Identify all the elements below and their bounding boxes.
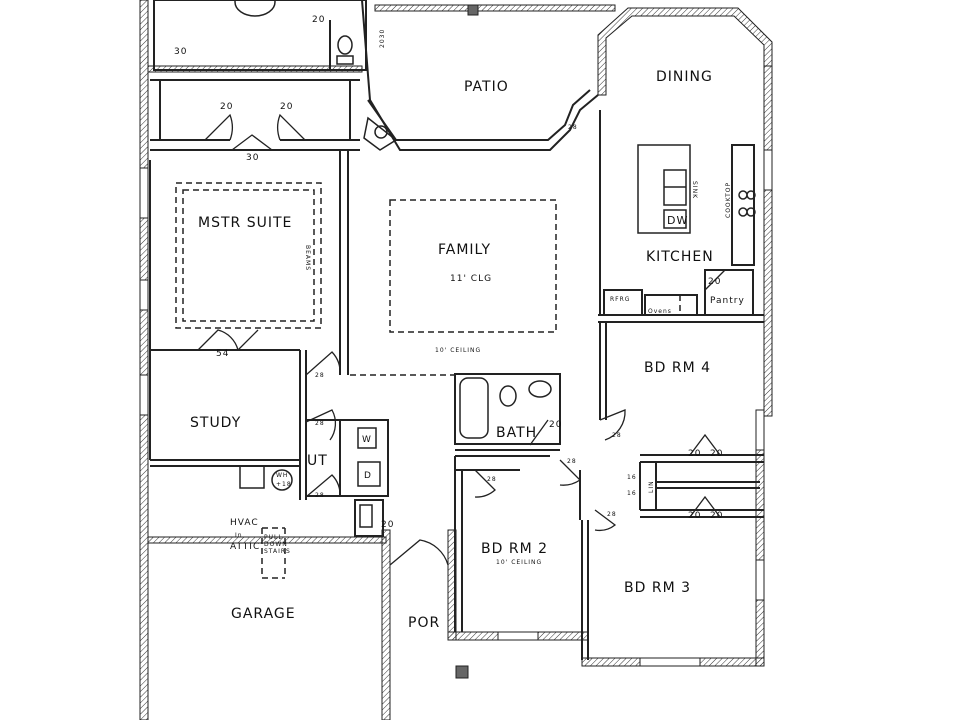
door-label-ut-top: 28 <box>315 420 325 427</box>
kitchen-island <box>637 144 691 234</box>
door-label-lin-upper: 16 <box>627 474 637 481</box>
room-label-garage: GARAGE <box>231 606 296 622</box>
door-label-bd4-closet-left: 20 <box>688 449 701 459</box>
label-sink: SINK <box>691 181 698 199</box>
master-tub <box>234 0 276 17</box>
door-label-bath: 20 <box>549 420 562 430</box>
room-label-study: STUDY <box>190 415 241 431</box>
door-label-study: 28 <box>315 372 325 379</box>
door-label-bd2: 28 <box>487 476 497 483</box>
room-label-linen: LIN <box>648 480 655 493</box>
room-label-bed3: BD RM 3 <box>624 580 691 596</box>
door-label-bd4-closet-right: 20 <box>710 449 723 459</box>
label-dryer: D <box>364 471 372 481</box>
label-hvac-line1: HVAC <box>230 518 259 528</box>
label-hvac-line3: ATTIC <box>230 542 260 552</box>
room-label-bed2-ceiling: 10' CEILING <box>496 559 542 566</box>
interior-walls <box>149 0 764 660</box>
door-label-hall-right: 20 <box>280 102 293 112</box>
label-water-heater-top: WH <box>276 472 288 479</box>
label-stairs-line3: STAIRS <box>264 548 291 555</box>
room-label-utility: UT <box>307 453 328 469</box>
fixtures <box>234 0 756 528</box>
door-label-hall-bottom: 30 <box>246 153 259 163</box>
hall-tub <box>459 377 489 439</box>
label-stairs-line1: PULL <box>264 534 283 541</box>
label-ovens: Ovens <box>648 308 672 315</box>
label-beams: BEAMS <box>304 245 311 271</box>
door-label-closet-top: 20 <box>312 15 325 25</box>
label-cooktop: COOKTOP <box>725 182 732 218</box>
room-label-porch: POR <box>408 615 440 631</box>
window-label-top: 2030 <box>379 29 386 48</box>
label-refrigerator: RFRG <box>610 296 630 303</box>
door-label-hall-left: 20 <box>220 102 233 112</box>
room-label-bath: BATH <box>496 425 537 441</box>
label-dishwasher: DW <box>667 214 688 227</box>
label-pantry: Pantry <box>710 296 745 306</box>
door-label-pantry: 20 <box>708 277 721 287</box>
door-label-suite: 54 <box>216 349 229 359</box>
windows <box>139 4 773 679</box>
door-label-garage-closet: 20 <box>381 520 394 530</box>
room-label-kitchen: KITCHEN <box>646 249 714 265</box>
door-label-bd4: 28 <box>612 432 622 439</box>
door-label-bd3-closet-right: 20 <box>710 511 723 521</box>
label-stairs-line2: DOWN <box>264 541 288 548</box>
label-water-heater-bottom: +18 <box>276 481 292 488</box>
label-hvac-line2: In <box>235 532 243 539</box>
room-label-bed2: BD RM 2 <box>481 541 548 557</box>
room-label-master-suite: MSTR SUITE <box>198 215 292 231</box>
room-label-patio: PATIO <box>464 79 509 95</box>
door-label-bd3: 28 <box>607 511 617 518</box>
door-label-ut-bottom: 28 <box>315 492 325 499</box>
door-label-patio: 28 <box>568 124 578 131</box>
room-label-dining: DINING <box>656 69 713 85</box>
room-label-bed4: BD RM 4 <box>644 360 711 376</box>
label-washer: W <box>362 435 372 445</box>
door-label-bd3-closet-left: 20 <box>688 511 701 521</box>
master-toilet <box>337 35 353 55</box>
door-swings <box>197 113 726 566</box>
door-label-closet-left: 30 <box>174 47 187 57</box>
door-label-lin-lower: 16 <box>627 490 637 497</box>
ceiling-note: 10' CEILING <box>435 347 481 354</box>
dashed-lines <box>175 110 681 579</box>
room-label-family: FAMILY <box>438 242 491 258</box>
room-label-family-ceiling: 11' CLG <box>450 274 492 284</box>
door-label-hall: 28 <box>567 458 577 465</box>
